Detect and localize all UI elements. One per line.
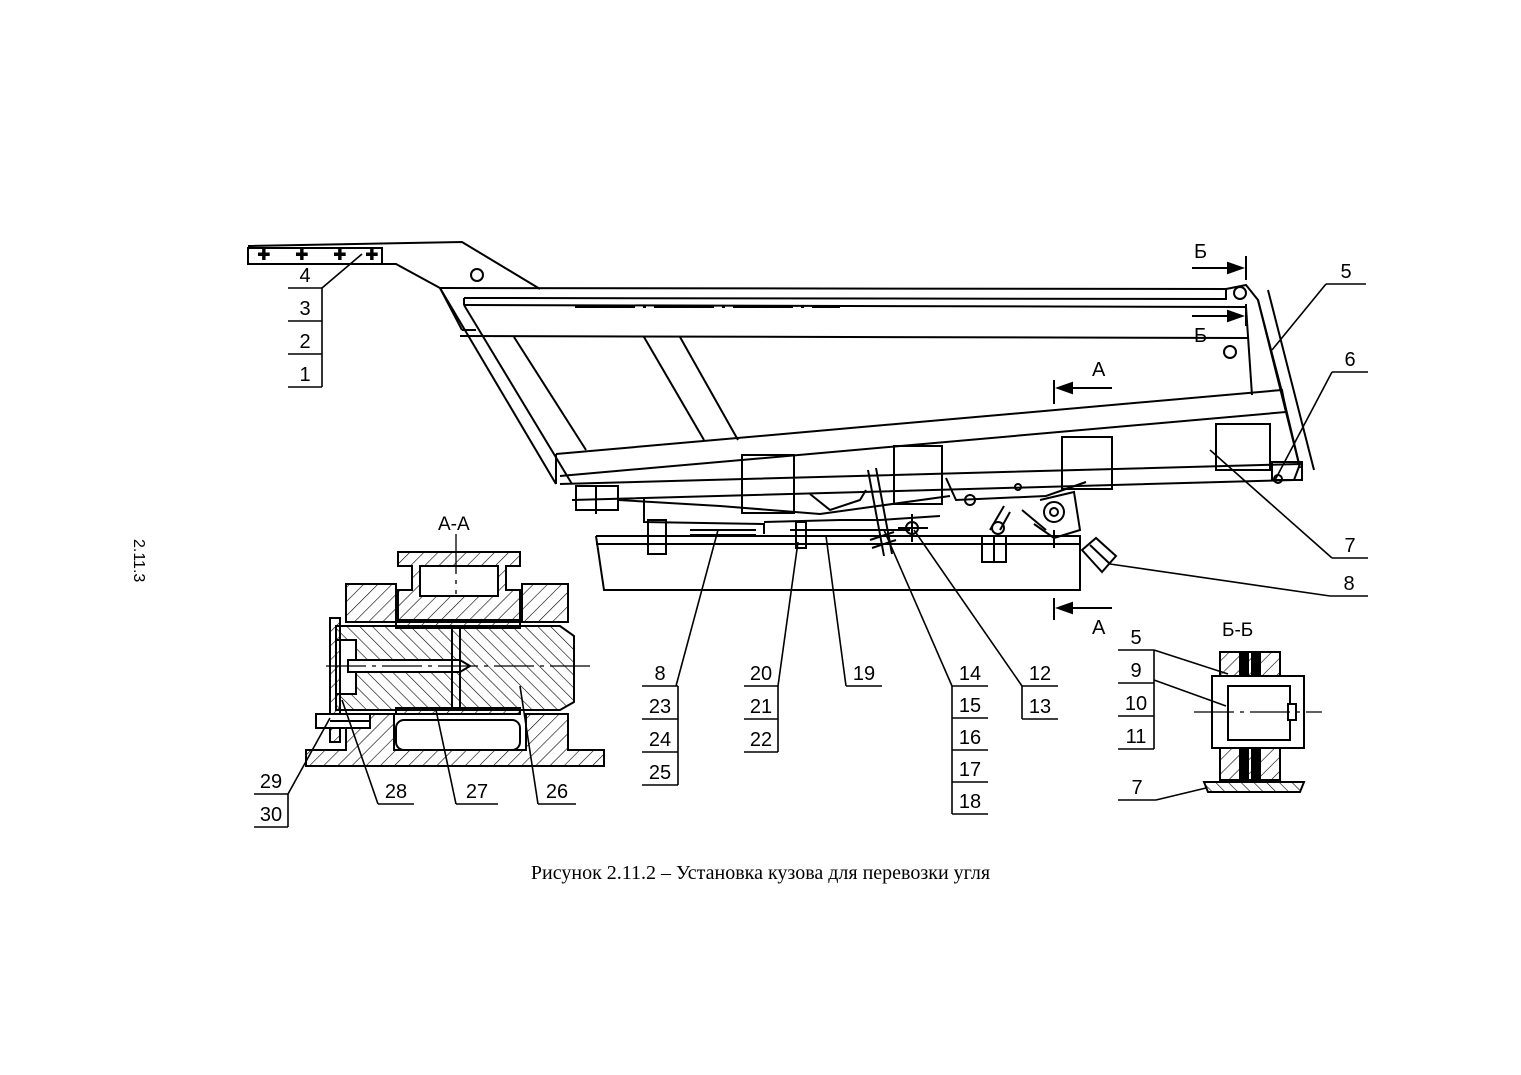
callout-label: 3 [299,298,310,320]
callout-label: 23 [649,696,671,718]
callout-group-gbb7: 7 [1118,777,1207,801]
callout-label: 28 [385,781,407,803]
page-number: 2.11.3 [130,539,147,583]
callout-group-g6: 6 [1273,349,1368,483]
svg-text:+: + [258,244,270,266]
section-mark-a-lower: А [1092,617,1106,639]
callout-label: 14 [959,663,981,685]
callout-group-g29: 29 30 [254,717,331,828]
section-mark-a-upper: А [1092,359,1106,381]
callout-group-g1: 4 3 2 1 [288,253,363,388]
callout-group-gbb: 5 9 10 11 [1118,627,1229,750]
callout-leader [1273,371,1333,483]
callout-label: 20 [750,663,772,685]
callout-leader [1153,649,1229,675]
callout-label: 26 [546,781,568,803]
callout-label: 6 [1344,349,1355,371]
callout-leader [1153,679,1227,707]
callout-leader [913,529,1023,687]
svg-text:+: + [296,244,308,266]
callout-group-g27: 27 [435,709,498,805]
section-markers [1053,256,1247,620]
callout-label: 5 [1340,261,1351,283]
callout-label: 25 [649,762,671,784]
callout-leader [1109,563,1331,597]
callout-label: 18 [959,791,981,813]
callout-group-g19: 19 [825,535,882,687]
callout-leader [435,709,457,805]
callout-label: 8 [654,663,665,685]
callout-group-g5: 5 [1271,261,1366,351]
callout-leader [341,699,379,805]
callout-label: 8 [1343,573,1354,595]
callout-label: 7 [1131,777,1142,799]
dump-body: + + + + [247,240,1315,514]
callout-leader [883,529,953,687]
callout-leader [675,529,719,687]
callout-group-g12: 12 13 [913,529,1058,720]
section-bb [1194,651,1322,793]
callout-label: 10 [1125,693,1147,715]
callout-label: 17 [959,759,981,781]
callout-label: 27 [466,781,488,803]
callout-label: 15 [959,695,981,717]
callout-label: 12 [1029,663,1051,685]
callout-leader [825,535,847,687]
callout-label: 22 [750,729,772,751]
callout-group-g8b: 8 23 24 25 [642,529,719,786]
figure-caption: Рисунок 2.11.2 – Установка кузова для пе… [530,862,991,884]
section-mark-b-lower: Б [1194,325,1207,347]
callout-label: 5 [1130,627,1141,649]
callout-leader [777,541,799,687]
section-bb-title: Б-Б [1222,620,1253,641]
callout-label: 1 [299,364,310,386]
callout-leader [1209,449,1333,559]
callout-leader [1155,787,1207,801]
section-aa-title: А-А [438,514,470,535]
callout-leader [287,717,331,795]
callout-leader [1271,283,1327,351]
callout-label: 7 [1344,535,1355,557]
chassis-frame [595,467,1118,591]
callout-label: 13 [1029,696,1051,718]
callout-label: 24 [649,729,671,751]
callout-label: 30 [260,804,282,826]
svg-text:+: + [334,244,346,266]
callout-label: 16 [959,727,981,749]
callout-leader [321,253,363,289]
callout-group-g26: 26 [519,685,576,805]
callout-leader [519,685,539,805]
callout-group-g7: 7 [1209,449,1368,559]
callout-label: 11 [1126,726,1147,748]
section-mark-b-upper: Б [1194,241,1207,263]
callout-label: 2 [299,331,310,353]
callout-group-g8: 8 [1109,563,1368,597]
callout-label: 21 [750,696,772,718]
svg-text:+: + [366,244,378,266]
callout-group-g14: 14 15 16 17 18 [883,529,988,815]
section-aa [305,534,605,767]
callout-label: 29 [260,771,282,793]
callout-label: 4 [299,265,310,287]
callout-group-g20: 20 21 22 [744,541,799,753]
callout-label: 19 [853,663,875,685]
callout-group-g28: 28 [341,699,414,805]
callout-label: 9 [1130,660,1141,682]
